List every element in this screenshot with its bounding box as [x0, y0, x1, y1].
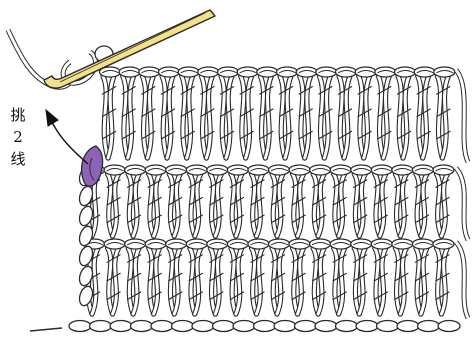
- foundation-chain-loop: [377, 321, 399, 332]
- instruction-char-1: 挑: [4, 104, 32, 126]
- foundation-chain-loop: [69, 321, 91, 332]
- foundation-chain-loop: [151, 321, 173, 332]
- foundation-chain-loop: [131, 321, 153, 332]
- foundation-chain-loop: [233, 321, 255, 332]
- arrow-head: [46, 110, 58, 126]
- foundation-chain-loop: [336, 321, 358, 332]
- instruction-label: 挑 2 线: [4, 104, 32, 170]
- instruction-char-3: 线: [4, 148, 32, 170]
- arrow-shaft: [52, 122, 88, 164]
- crochet-fabric: [30, 67, 468, 332]
- edge-chain-loop: [77, 285, 95, 308]
- yarn-tail: [30, 328, 62, 331]
- foundation-chain-loop: [315, 321, 337, 332]
- instruction-char-2: 2: [4, 126, 32, 148]
- arrow-icon: [46, 110, 88, 164]
- foundation-chain-loop: [213, 321, 235, 332]
- foundation-chain-loop: [356, 321, 378, 332]
- foundation-chain-loop: [397, 321, 419, 332]
- edge-chain-loop: [77, 205, 95, 228]
- foundation-chain-loop: [90, 321, 112, 332]
- foundation-chain-loop: [254, 321, 276, 332]
- foundation-chain-loop: [172, 321, 194, 332]
- foundation-chain-loop: [110, 321, 132, 332]
- foundation-chain-loop: [274, 321, 296, 332]
- foundation-chain-loop: [295, 321, 317, 332]
- foundation-chain-loop: [418, 321, 440, 332]
- foundation-chain-loop: [438, 321, 460, 332]
- foundation-chain-loop: [192, 321, 214, 332]
